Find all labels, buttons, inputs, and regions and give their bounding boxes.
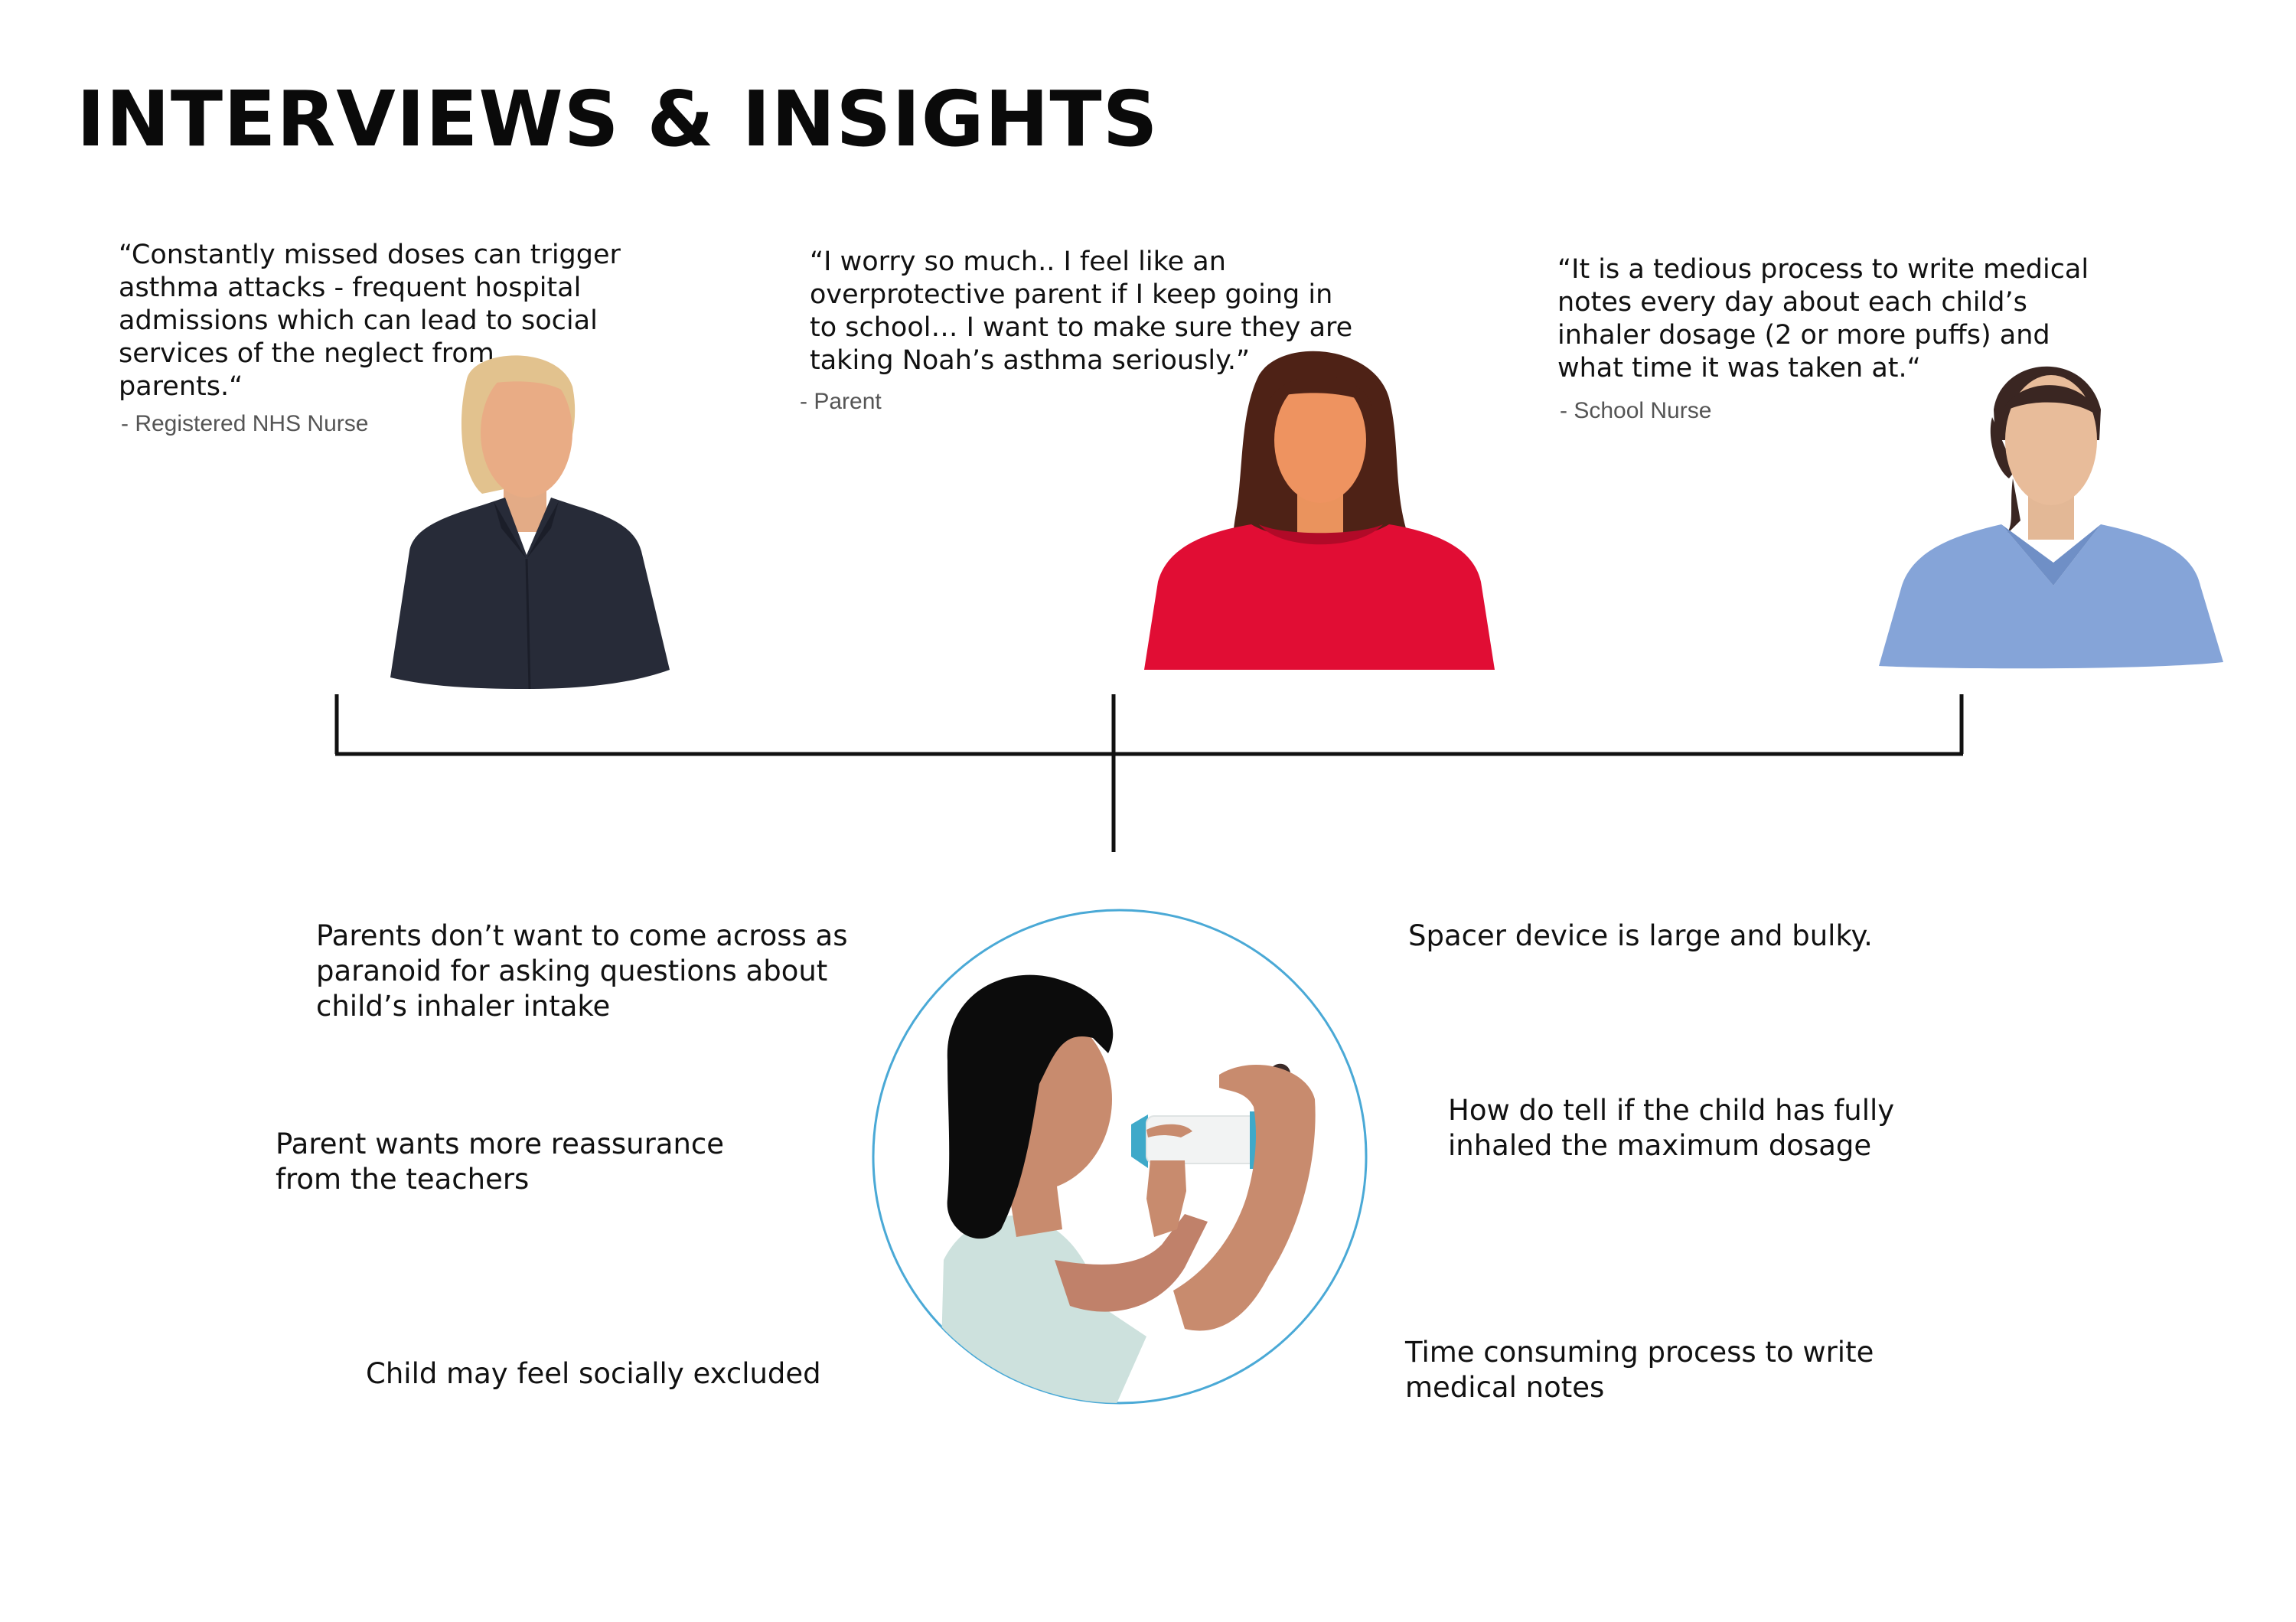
- attribution-school-nurse: - School Nurse: [1560, 398, 1712, 423]
- insight-socially-excluded: Child may feel socially excluded: [366, 1357, 821, 1390]
- attribution-parent: - Parent: [800, 389, 882, 414]
- insight-spacer-bulky: Spacer device is large and bulky.: [1408, 919, 1873, 952]
- quote-parent: “I worry so much.. I feel like an overpr…: [810, 246, 1353, 376]
- insight-parent-reassurance: Parent wants more reassurance from the t…: [276, 1128, 725, 1196]
- insight-medical-notes: Time consuming process to write medical …: [1405, 1336, 1874, 1404]
- quote-school-nurse: “It is a tedious process to write medica…: [1557, 254, 2089, 383]
- insight-parents-paranoid: Parents don’t want to come across as par…: [316, 919, 848, 1023]
- insight-inhaled-max-dosage: How do tell if the child has fully inhal…: [1448, 1094, 1895, 1162]
- school-nurse-portrait: [1879, 366, 2223, 669]
- quote-registered-nhs-nurse: “Constantly missed doses can trigger ast…: [119, 240, 621, 402]
- page-title: INTERVIEWS & INSIGHTS: [77, 74, 1159, 164]
- child-inhaler-illustration: [872, 909, 1368, 1405]
- attribution-registered-nhs-nurse: - Registered NHS Nurse: [121, 411, 369, 436]
- nurse-portrait: [390, 355, 670, 690]
- parent-portrait: [1144, 351, 1495, 670]
